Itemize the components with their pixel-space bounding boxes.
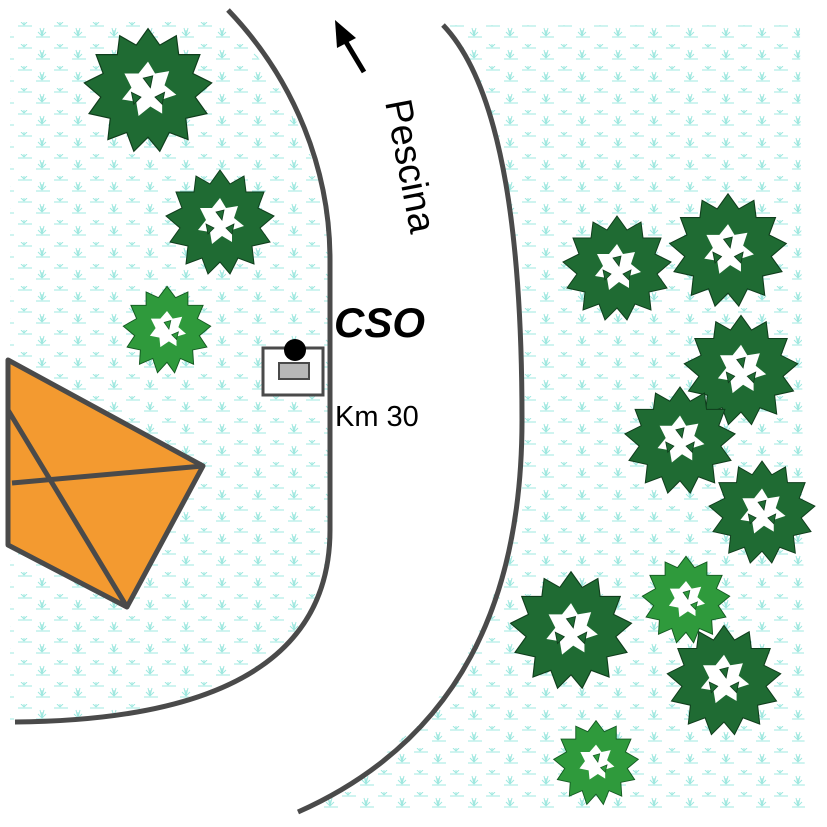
direction-arrow-icon	[335, 20, 367, 74]
site-label: CSO	[334, 299, 425, 346]
building-icon	[5, 357, 206, 610]
kilometer-marker-label: Km 30	[335, 401, 419, 433]
manhole-icon	[261, 339, 325, 397]
road-edge-left	[14, 8, 333, 725]
road-edge-right	[296, 23, 525, 815]
road-name-label: Pescina	[376, 96, 443, 238]
